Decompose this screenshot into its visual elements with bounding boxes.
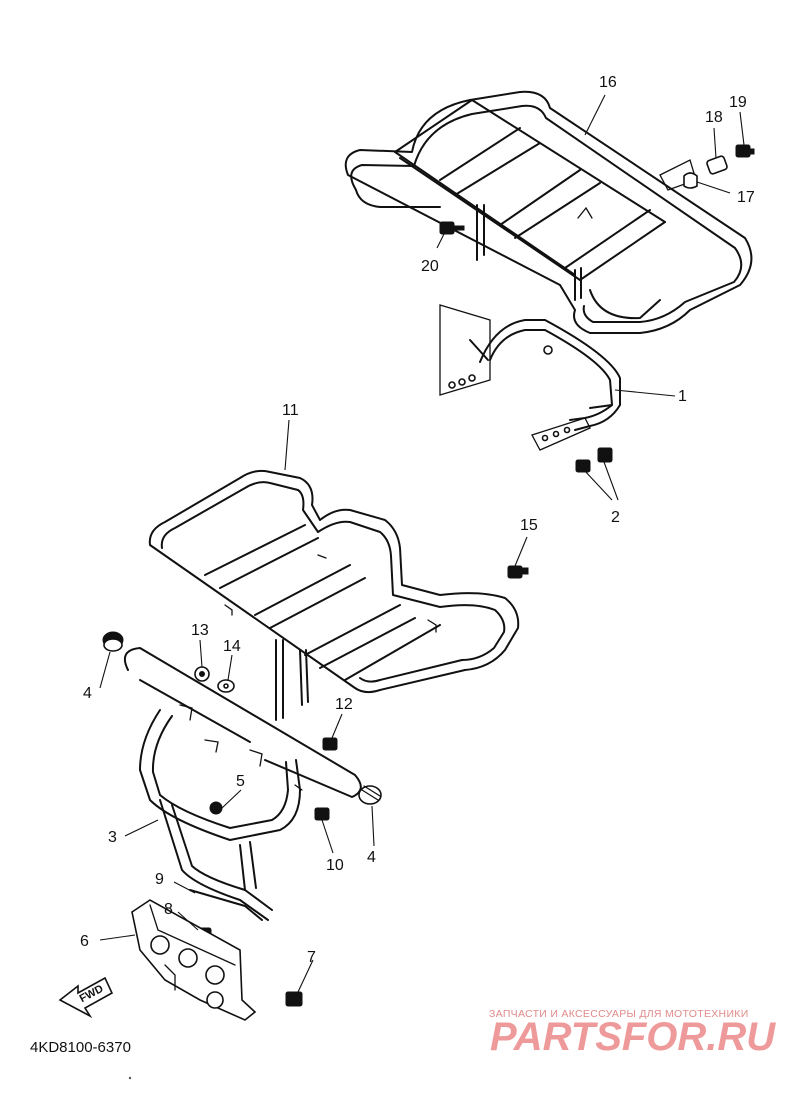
collar-18 xyxy=(706,155,728,175)
callout-2: 2 xyxy=(611,509,620,526)
callout-11: 11 xyxy=(282,402,299,419)
callout-10: 10 xyxy=(326,857,344,874)
bolt-15 xyxy=(507,565,529,579)
bolt-19 xyxy=(735,144,755,158)
bolt-7 xyxy=(285,991,303,1007)
bolt-12 xyxy=(322,737,338,751)
rear-carrier-16 xyxy=(344,90,753,334)
clip-17 xyxy=(683,172,698,189)
nut-13 xyxy=(194,666,210,682)
callout-7: 7 xyxy=(307,949,316,966)
skid-plate-6 xyxy=(131,899,257,1021)
rubber-cap-4-left xyxy=(102,631,124,652)
callout-12: 12 xyxy=(335,696,353,713)
callout-4-right: 4 xyxy=(367,849,376,866)
callout-1: 1 xyxy=(678,388,687,405)
watermark: ЗАПЧАСТИ И АКСЕССУАРЫ ДЛЯ МОТОТЕХНИКИ PA… xyxy=(489,1008,776,1059)
drawing-code: 4KD8100-6370 xyxy=(30,1039,131,1056)
callout-17: 17 xyxy=(737,189,755,206)
callout-3: 3 xyxy=(108,829,117,846)
bolt-10 xyxy=(314,807,330,821)
callout-18: 18 xyxy=(705,109,723,126)
callout-6: 6 xyxy=(80,933,89,950)
watermark-brand: PARTSFOR.RU xyxy=(490,1015,776,1059)
bolt-20 xyxy=(439,221,465,235)
washer-14 xyxy=(217,679,235,693)
nut-5 xyxy=(209,801,223,815)
rear-support-stay-1 xyxy=(439,304,621,451)
front-carrier-11 xyxy=(148,469,520,721)
fwd-arrow-icon: FWD xyxy=(58,976,114,1019)
front-bumper-3 xyxy=(124,647,362,921)
watermark-tagline: ЗАПЧАСТИ И АКСЕССУАРЫ ДЛЯ МОТОТЕХНИКИ xyxy=(489,1008,749,1020)
callout-14: 14 xyxy=(223,638,241,655)
callout-16: 16 xyxy=(599,74,617,91)
bolts-2 xyxy=(575,447,613,473)
leader-lines xyxy=(99,94,745,993)
callout-5: 5 xyxy=(236,773,245,790)
bracket-9 xyxy=(189,889,263,921)
callout-19: 19 xyxy=(729,94,747,111)
callout-9: 9 xyxy=(155,871,164,888)
callout-8: 8 xyxy=(164,901,173,918)
callout-13: 13 xyxy=(191,622,209,639)
callout-15: 15 xyxy=(520,517,538,534)
callout-4-left: 4 xyxy=(83,685,92,702)
rubber-cap-4-right xyxy=(358,785,382,805)
callout-20: 20 xyxy=(421,258,439,275)
callout-labels: 16 19 18 17 20 1 2 11 15 13 14 4 12 5 3 … xyxy=(80,74,755,966)
